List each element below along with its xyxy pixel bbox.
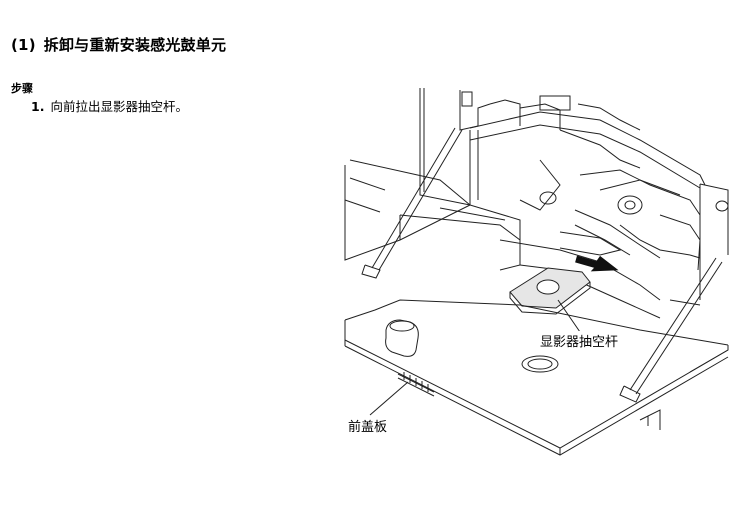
printer-illustration [344,88,729,456]
section-number: (1) [11,36,36,54]
frame-right [669,183,729,306]
step-number: 1. [31,99,45,114]
developer-lever [509,267,591,315]
callout-front-cover: 前盖板 [347,416,389,435]
section-title: (1) 拆卸与重新安装感光鼓单元 [11,34,226,55]
callout-leaders [369,299,581,416]
frame-upper-left [419,88,521,255]
support-straps [361,127,723,403]
section-title-text: 拆卸与重新安装感光鼓单元 [43,36,227,54]
inner-base [344,159,661,319]
procedure-heading: 步骤 [11,82,33,95]
callout-developer-lever: 显影器抽空杆 [539,331,620,350]
step-text: 向前拉出显影器抽空杆。 [50,99,188,114]
pull-arrow [575,255,619,272]
procedure-step: 1. 向前拉出显影器抽空杆。 [31,96,188,115]
front-cover [344,299,729,456]
drum-unit-housing [469,95,706,271]
